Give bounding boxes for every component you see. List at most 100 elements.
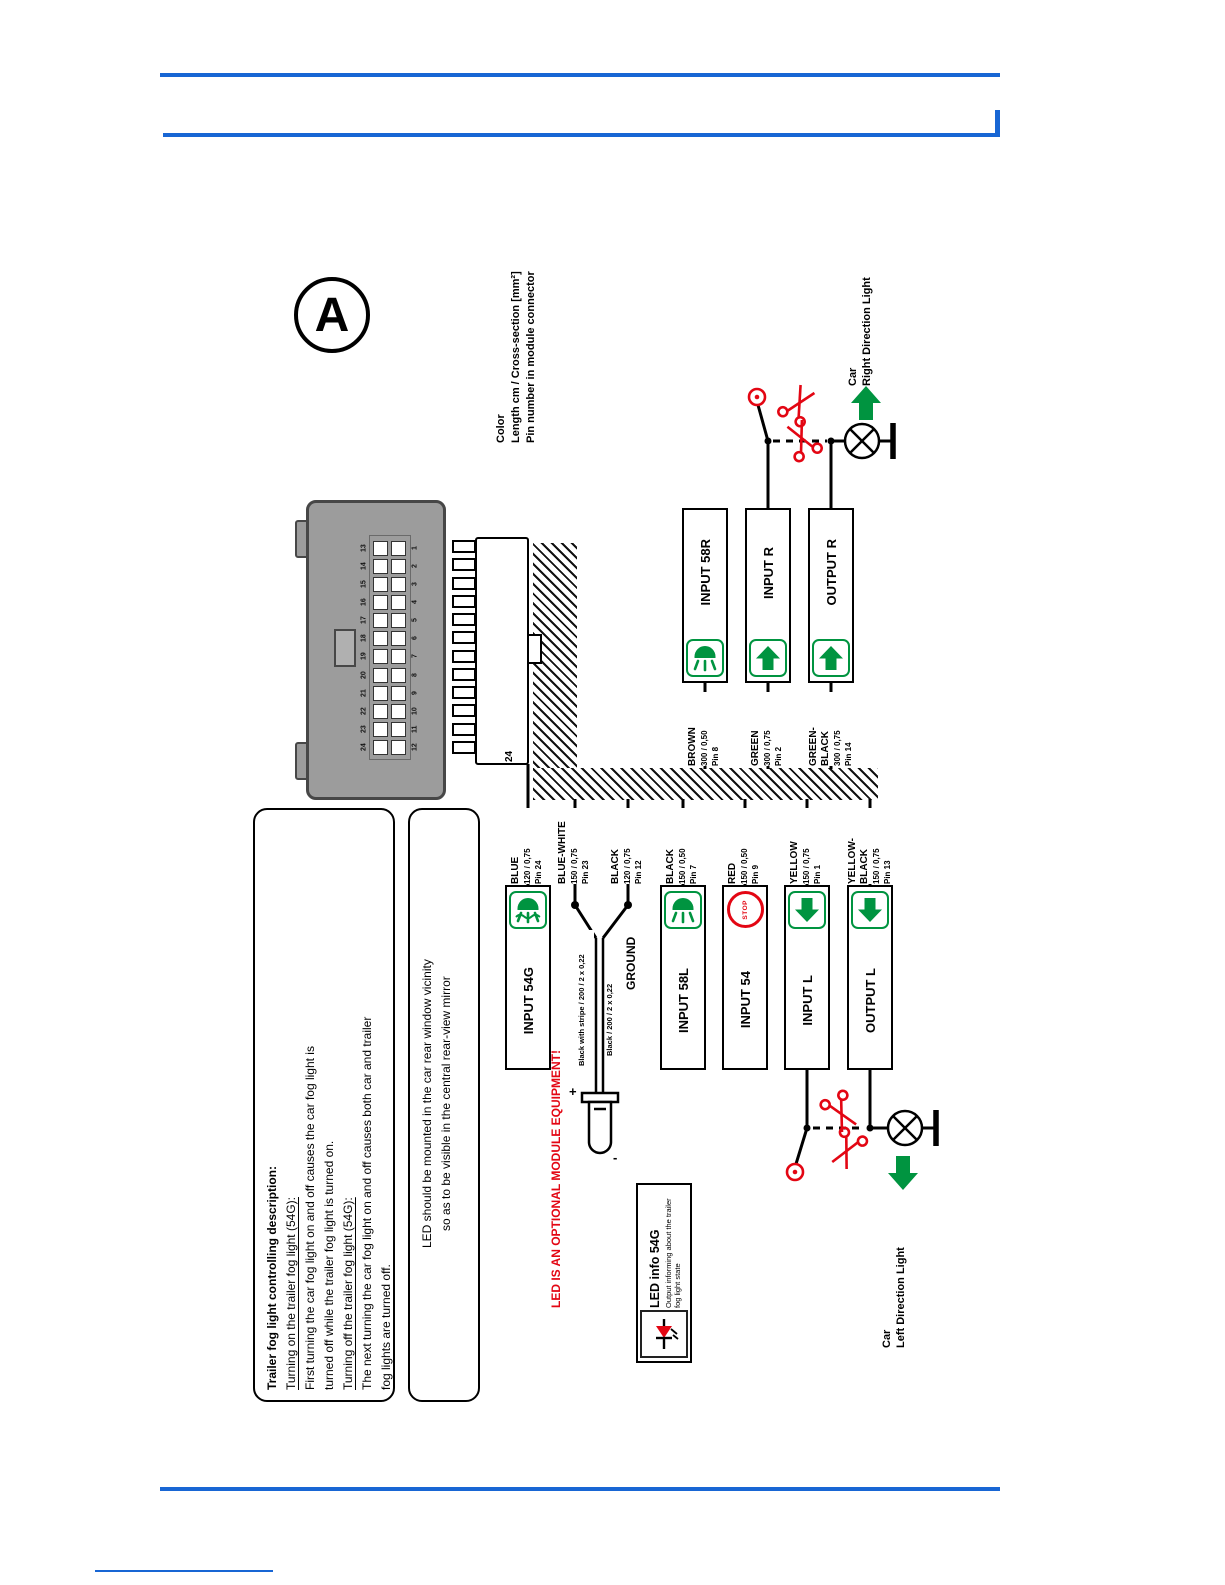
wire-label-brown-8: BROWN 300 / 0,50 Pin 8 (686, 692, 722, 766)
led-info-title: LED info 54G (647, 1229, 662, 1308)
pin-socket (373, 667, 388, 683)
footer-link-underline[interactable] (95, 1570, 273, 1572)
plug-terminal (452, 613, 476, 627)
description-line: Turning off the trailer fog light (54G): (341, 1197, 355, 1390)
lamp-icon (686, 639, 724, 677)
pin-socket (373, 577, 388, 593)
plug-terminal (452, 704, 476, 718)
led-info-subtitle: Output informing about the trailer fog l… (663, 1198, 682, 1308)
pin-number: 6 (411, 636, 419, 641)
legend: Color Length cm / Cross-section [mm²] Pi… (494, 226, 548, 443)
led-pair-wires (594, 938, 605, 1093)
car-right-label: Car Right Direction Light (847, 277, 873, 386)
pin-socket (373, 613, 388, 629)
left-direction-lamp-symbol (886, 1109, 924, 1147)
footer-rule (160, 1487, 1000, 1491)
legend-line-pin: Pin number in module connector (525, 271, 537, 443)
led-note-line: LED should be mounted in the car rear wi… (420, 959, 434, 1249)
input-54-box: STOP INPUT 54 (722, 885, 768, 1070)
input-54-label: INPUT 54 (737, 971, 753, 1029)
left-lamp-ground-symbol (922, 1110, 936, 1146)
output-l-box: OUTPUT L (847, 885, 893, 1070)
pin-socket (391, 721, 406, 737)
pin-row: 15 3 (358, 577, 422, 593)
led-note-line: so as to be visible in the central rear-… (439, 976, 453, 1232)
wire-label-black-7: BLACK 150 / 0,50 Pin 7 (664, 808, 700, 884)
led-note-text: LED should be mounted in the car rear wi… (418, 818, 470, 1390)
pin-number: 15 (360, 580, 368, 589)
pin-socket (391, 739, 406, 755)
led-minus-sign: - (613, 1150, 618, 1165)
terminal-connector-symbol-left (785, 1162, 805, 1182)
description-line: turned off while the trailer fog light i… (322, 1140, 336, 1390)
plug-terminal (452, 594, 476, 608)
stop-icon-label: STOP (741, 899, 749, 920)
input-r-label: INPUT R (760, 546, 776, 599)
input-l-label: INPUT L (799, 975, 815, 1026)
pin-socket (391, 649, 406, 665)
output-r-label: OUTPUT R (823, 539, 839, 606)
pin-number: 22 (360, 707, 368, 716)
description-line: fog lights are turned off. (379, 1264, 393, 1390)
pin-number: 9 (411, 691, 419, 696)
pin-number: 23 (360, 725, 368, 734)
pin-socket (391, 685, 406, 701)
led-diode-icon (640, 1310, 688, 1358)
scissors-icon (780, 415, 825, 464)
fog-light-icon (509, 891, 547, 929)
pin-number: 3 (411, 582, 419, 587)
pin-row: 16 4 (358, 595, 422, 611)
plug-pin-24-label: 24 (504, 750, 515, 762)
connector-pin-field (369, 535, 411, 760)
connector-latch (334, 629, 356, 667)
pin-number: 12 (411, 743, 419, 752)
led-info-box: LED info 54G Output informing about the … (636, 1183, 692, 1363)
pin-number: 18 (360, 635, 368, 643)
header-rule-bottom (163, 133, 1000, 137)
description-box: Trailer fog light controlling descriptio… (253, 808, 395, 1402)
marker-a: A (294, 277, 370, 353)
right-direction-lamp-symbol (843, 422, 881, 460)
up-arrow-icon (851, 386, 881, 420)
input-58r-box: INPUT 58R (682, 508, 728, 683)
output-l-label: OUTPUT L (862, 968, 878, 1033)
description-title: Trailer fog light controlling descriptio… (265, 1165, 279, 1390)
car-left-label: Car Left Direction Light (881, 1247, 907, 1348)
plug-terminal (452, 576, 476, 590)
pin-row: 18 6 (358, 631, 422, 647)
ground-label: GROUND (624, 936, 638, 990)
scissors-icon (775, 380, 822, 430)
pin-number: 1 (411, 546, 419, 551)
pin-socket (373, 631, 388, 647)
up-arrow-icon (812, 639, 850, 677)
pin-socket (391, 559, 406, 575)
right-lamp-ground-symbol (879, 423, 893, 459)
pin-number: 16 (360, 598, 368, 607)
harness-plug (475, 537, 529, 765)
header-rule-tick (995, 110, 1000, 137)
down-arrow-icon (788, 891, 826, 929)
pin-number: 5 (411, 618, 419, 623)
pin-number: 19 (360, 653, 368, 661)
description-line: Turning on the trailer fog light (54G): (284, 1197, 298, 1390)
input-54g-box: INPUT 54G (505, 885, 551, 1070)
plug-terminal (452, 540, 476, 553)
input-58l-box: INPUT 58L (660, 885, 706, 1070)
led-wire2-label: Black / 200 / 2 x 0,22 (605, 944, 622, 1056)
plug-terminal (452, 722, 476, 736)
plug-terminal (452, 740, 476, 754)
pin-socket (373, 595, 388, 611)
pin-socket (373, 541, 388, 556)
scissors-icon (825, 1125, 870, 1174)
stop-icon: STOP (726, 891, 764, 928)
wire-label-yellow-1: YELLOW 150 / 0,75 Pin 1 (788, 808, 824, 884)
pin-number: 4 (411, 600, 419, 605)
